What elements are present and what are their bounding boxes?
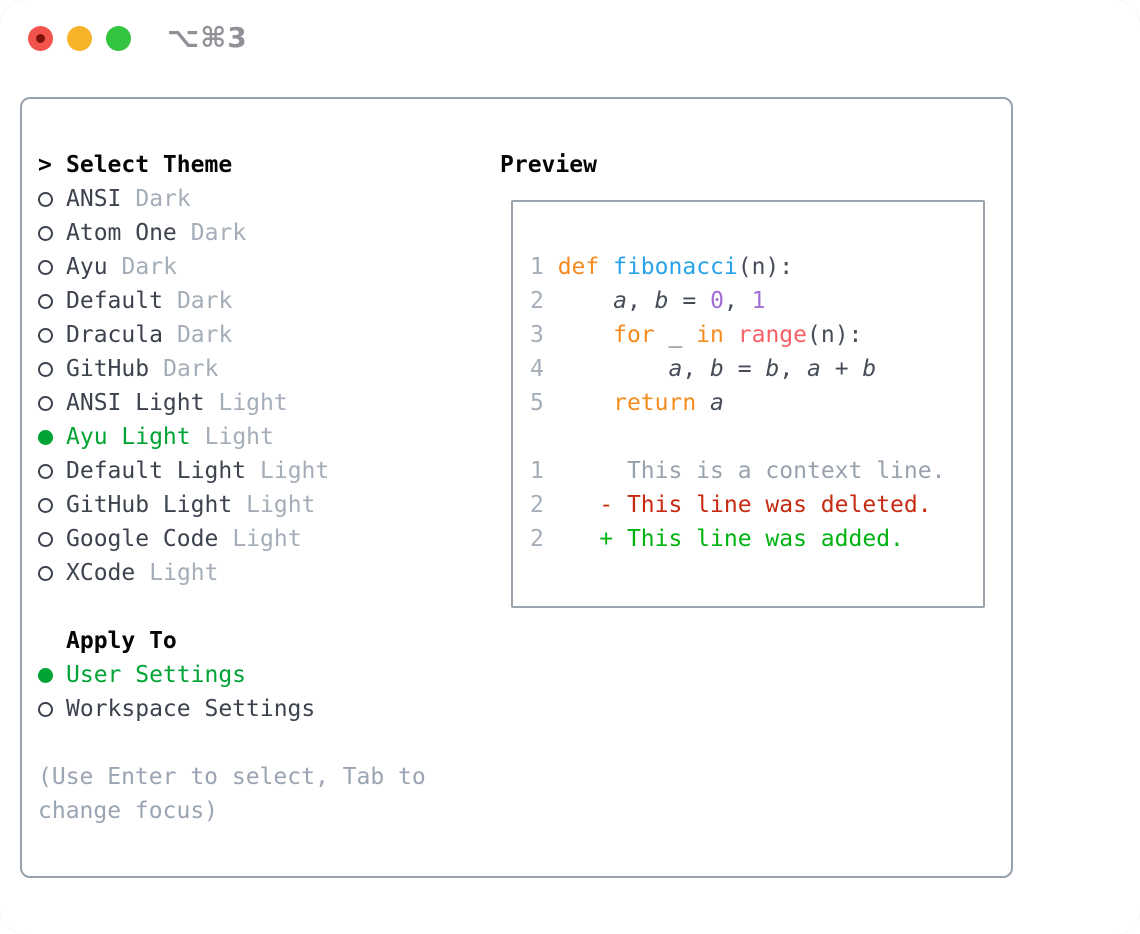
preview-box: 1 def fibonacci(n): 2 a, b = 0, 1 3 for _ …	[511, 200, 985, 608]
minimize-button[interactable]	[67, 26, 92, 51]
radio-unselected-icon	[38, 361, 53, 377]
item-variant-label: Dark	[176, 322, 233, 348]
radio-cell	[38, 327, 66, 343]
radio-unselected-icon	[38, 463, 53, 479]
select-theme-title: Select Theme	[66, 152, 233, 178]
apply-option-workspace-settings[interactable]: Workspace Settings	[38, 692, 482, 726]
radio-cell	[38, 225, 66, 241]
spacer	[38, 590, 482, 624]
radio-unselected-icon	[38, 395, 53, 411]
radio-unselected-icon	[38, 225, 53, 241]
item-variant-label: Light	[218, 390, 288, 416]
item-label: Default	[66, 288, 163, 314]
item-label: Default Light	[66, 458, 247, 484]
theme-item-xcode[interactable]: XCode Light	[38, 556, 482, 590]
theme-item-dracula[interactable]: Dracula Dark	[38, 318, 482, 352]
radio-unselected-icon	[38, 191, 53, 207]
code-line: 2 + This line was added.	[530, 526, 904, 552]
code-line: 1 def fibonacci(n):	[530, 254, 794, 280]
item-variant-label: Light	[246, 492, 316, 518]
item-label: ANSI Light	[66, 390, 205, 416]
radio-unselected-icon	[38, 701, 53, 717]
code-line: 4 a, b = b, a + b	[530, 356, 877, 382]
code-line	[530, 420, 983, 454]
radio-unselected-icon	[38, 259, 53, 275]
radio-cell	[38, 361, 66, 377]
preview-code: 1 def fibonacci(n): 2 a, b = 0, 1 3 for _ …	[513, 202, 983, 556]
radio-cell	[38, 497, 66, 513]
item-label: Ayu	[66, 254, 108, 280]
item-label: Atom One	[66, 220, 177, 246]
radio-unselected-icon	[38, 293, 53, 309]
theme-item-default-light[interactable]: Default Light Light	[38, 454, 482, 488]
item-label: GitHub	[66, 356, 150, 382]
radio-cell	[38, 259, 66, 275]
code-line: 2 - This line was deleted.	[530, 492, 932, 518]
theme-item-atom-one[interactable]: Atom One Dark	[38, 216, 482, 250]
theme-item-default[interactable]: Default Dark	[38, 284, 482, 318]
item-label: XCode	[66, 560, 136, 586]
zoom-button[interactable]	[106, 26, 131, 51]
code-line: 1 This is a context line.	[530, 458, 946, 484]
radio-cell	[38, 701, 66, 717]
item-variant-label: Dark	[135, 186, 191, 212]
item-label: GitHub Light	[66, 492, 233, 518]
radio-unselected-icon	[38, 327, 53, 343]
item-variant-label: Light	[204, 424, 274, 450]
radio-unselected-icon	[38, 565, 53, 581]
code-line: 2 a, b = 0, 1	[530, 288, 766, 314]
code-line: 5 return a	[530, 390, 724, 416]
item-label: Workspace Settings	[66, 696, 316, 722]
apply-option-user-settings[interactable]: User Settings	[38, 658, 482, 692]
theme-item-github[interactable]: GitHub Dark	[38, 352, 482, 386]
theme-item-google-code[interactable]: Google Code Light	[38, 522, 482, 556]
radio-cell	[38, 531, 66, 547]
radio-cell	[38, 463, 66, 479]
radio-cell	[38, 667, 66, 683]
radio-selected-icon	[38, 429, 53, 445]
item-variant-label: Light	[260, 458, 330, 484]
code-line: 3 for _ in range(n):	[530, 322, 863, 348]
preview-title: Preview	[500, 152, 597, 178]
item-variant-label: Dark	[163, 356, 219, 382]
theme-item-ayu[interactable]: Ayu Dark	[38, 250, 482, 284]
select-theme-header: > Select Theme	[38, 148, 482, 182]
item-label: Google Code	[66, 526, 219, 552]
radio-selected-icon	[38, 667, 53, 683]
radio-cell	[38, 293, 66, 309]
item-variant-label: Light	[149, 560, 219, 586]
prompt-caret-icon: >	[38, 152, 52, 178]
theme-item-ayu-light[interactable]: Ayu Light Light	[38, 420, 482, 454]
item-variant-label: Dark	[121, 254, 177, 280]
radio-cell	[38, 395, 66, 411]
radio-cell	[38, 429, 66, 445]
item-variant-label: Dark	[176, 288, 233, 314]
radio-cell	[38, 191, 66, 207]
item-label: User Settings	[66, 662, 247, 688]
item-variant-label: Light	[232, 526, 302, 552]
spacer	[38, 726, 482, 760]
window-title: ⌥⌘3	[167, 21, 248, 54]
apply-to-title: Apply To	[66, 628, 177, 654]
titlebar: ⌥⌘3	[0, 0, 1140, 76]
radio-unselected-icon	[38, 531, 53, 547]
item-label: Ayu Light	[66, 424, 191, 450]
item-variant-label: Dark	[190, 220, 247, 246]
theme-item-ansi[interactable]: ANSI Dark	[38, 182, 482, 216]
theme-item-github-light[interactable]: GitHub Light Light	[38, 488, 482, 522]
item-label: Dracula	[66, 322, 163, 348]
close-button[interactable]	[28, 26, 53, 51]
radio-unselected-icon	[38, 497, 53, 513]
theme-item-ansi-light[interactable]: ANSI Light Light	[38, 386, 482, 420]
item-label: ANSI	[66, 186, 122, 212]
keyboard-hint: (Use Enter to select, Tab to change focu…	[38, 764, 426, 824]
apply-to-header: Apply To	[38, 624, 482, 658]
radio-cell	[38, 565, 66, 581]
